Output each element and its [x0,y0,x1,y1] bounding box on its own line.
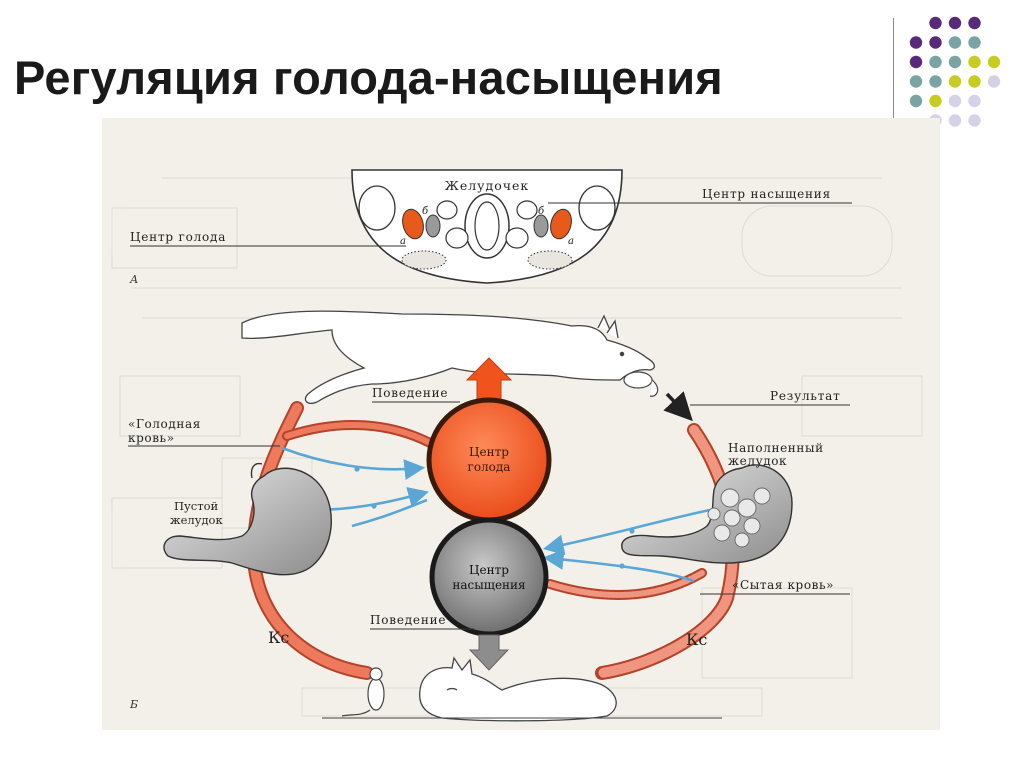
hunger-nucleus-right [550,208,572,240]
signal-dots [354,466,635,569]
title-divider-line [893,18,894,118]
full-stomach-text-2: желудок [728,454,787,468]
fed-blood-vessel [597,425,738,678]
decor-dot [968,114,981,127]
mark-b-left: б [422,206,429,217]
decorative-dot-grid [909,16,1001,127]
decor-dot [987,75,1001,88]
result-arrow [663,391,693,422]
decor-dot [968,75,981,88]
mark-b-right: б [538,206,545,217]
ventricle-label: Желудочек [445,178,529,193]
panel-b-letter: Б [129,698,138,711]
mouse-drawing [341,667,385,717]
decor-dot [948,36,962,49]
brain-section-panel-a [351,169,623,284]
hungry-blood-text-1: «Голодная [128,417,201,431]
kc-right-label: Кс [686,630,707,649]
mark-a-left: а [400,236,406,247]
sleeping-cat-drawing [418,656,617,722]
slide-title: Регуляция голода-насыщения [14,51,723,104]
empty-stomach-text-2: желудок [170,513,223,527]
full-stomach-drawing [621,464,793,564]
decor-dot [929,55,942,69]
decor-dot [929,36,942,49]
behavior-top-label: Поведение [372,386,448,400]
fed-blood-label: «Сытая кровь» [732,578,834,592]
decor-dot [948,16,962,30]
decor-dot [929,75,942,88]
full-stomach-text-1: Наполненный [728,441,824,455]
decor-dot [968,36,981,49]
decor-dot [909,36,923,49]
satiety-center-text-2: насыщения [452,578,525,592]
hunger-center-label: Центр голода [130,230,226,244]
decor-dot [948,94,962,108]
decor-dot [929,16,942,30]
satiety-center-text-1: Центр [469,563,509,577]
caught-mouse-drawing [623,371,659,397]
satiety-center-label: Центр насыщения [702,187,831,201]
decor-dot [909,75,923,88]
behavior-down-arrow [468,634,510,671]
decor-dot [909,55,923,69]
satiety-nucleus-left [425,214,441,238]
hunger-nucleus-left [402,208,424,240]
decor-dot [968,16,981,30]
decor-dot [909,94,923,108]
decor-dot [987,55,1001,69]
empty-stomach-drawing [163,462,332,576]
satiety-center-circle [429,517,549,637]
kc-left-label: Кс [268,628,289,647]
empty-stomach-text-1: Пустой [174,499,219,513]
result-label: Результат [770,389,841,403]
decor-dot [929,94,942,108]
decor-dot [968,55,981,69]
behavior-bottom-label: Поведение [370,613,446,627]
hunger-center-text-1: Центр [469,445,509,459]
decor-dot [948,114,962,127]
decor-dot [948,75,962,88]
decor-dot [948,55,962,69]
hungry-blood-text-2: кровь» [128,431,175,445]
hunger-satiety-diagram: Желудочек б б а а Центр голода Центр нас… [102,118,940,730]
mark-a-right: а [568,236,574,247]
hunger-center-text-2: голода [468,460,511,474]
decor-dot [968,94,981,108]
panel-a-letter: А [129,273,138,286]
satiety-nucleus-right [533,214,549,238]
jumping-cat-drawing [241,310,656,404]
